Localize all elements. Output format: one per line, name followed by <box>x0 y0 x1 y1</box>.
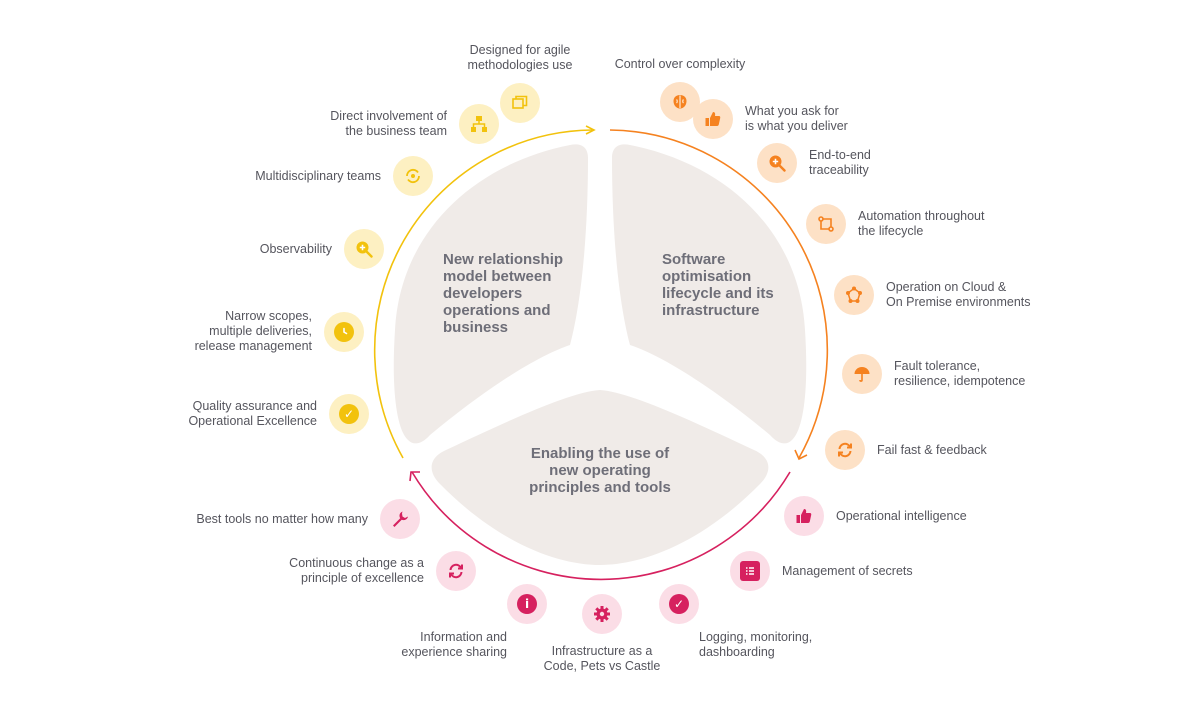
item-traceability: End-to-end traceability <box>757 143 871 183</box>
zoom-in-icon <box>757 143 797 183</box>
item-observability: Observability <box>260 229 384 269</box>
item-narrow: Narrow scopes, multiple deliveries, rele… <box>195 309 364 354</box>
gear-icon <box>582 594 622 634</box>
wrench-icon <box>380 499 420 539</box>
item-ask: What you ask for is what you deliver <box>693 99 848 139</box>
item-quality: ✓ Quality assurance and Operational Exce… <box>188 394 369 434</box>
item-secrets-label: Management of secrets <box>782 563 913 578</box>
clock-icon <box>324 311 364 352</box>
item-automation-label: Automation throughout the lifecycle <box>858 209 985 238</box>
item-cloud-label: Operation on Cloud & On Premise environm… <box>886 280 1031 309</box>
item-tools-label: Best tools no matter how many <box>196 511 368 526</box>
item-control: Control over complexity <box>600 57 760 122</box>
item-logging: ✓ Logging, monitoring, dashboarding <box>659 584 812 660</box>
item-fault-label: Fault tolerance, resilience, idempotence <box>894 359 1026 388</box>
refresh-icon <box>825 430 865 470</box>
info-icon: i <box>507 584 547 624</box>
refresh-icon <box>436 551 476 591</box>
item-business-label: Direct involvement of the business team <box>330 109 447 138</box>
item-multidisc: Multidisciplinary teams <box>255 156 433 196</box>
check-shield-icon: ✓ <box>659 584 699 624</box>
item-quality-label: Quality assurance and Operational Excell… <box>188 399 317 428</box>
item-multidisc-label: Multidisciplinary teams <box>255 168 381 183</box>
item-logging-label: Logging, monitoring, dashboarding <box>699 630 813 659</box>
arc-orange <box>609 129 829 459</box>
segment-title-line: infrastructure <box>662 302 760 319</box>
zoom-in-icon <box>344 229 384 269</box>
segment-title-line: optimisation <box>662 268 751 285</box>
thumbs-up-icon <box>784 496 824 536</box>
segment-bottom <box>431 390 769 565</box>
arrow-orange <box>794 449 808 461</box>
org-chart-icon <box>459 104 499 144</box>
list-icon <box>730 551 770 591</box>
arrow-red <box>409 471 420 482</box>
arc-red <box>411 471 791 581</box>
item-failfast: Fail fast & feedback <box>825 430 987 470</box>
item-iac: Infrastructure as a Code, Pets vs Castle <box>531 594 673 674</box>
item-control-label: Control over complexity <box>614 57 746 71</box>
segment-title-line: principles and tools <box>529 479 671 496</box>
network-icon <box>834 275 874 315</box>
segment-title-line: New relationship <box>443 251 563 268</box>
segment-title-line: Software <box>662 251 725 268</box>
thumbs-up-icon <box>693 99 733 139</box>
item-narrow-label: Narrow scopes, multiple deliveries, rele… <box>194 309 312 353</box>
branch-icon <box>806 204 846 244</box>
item-fault: Fault tolerance, resilience, idempotence <box>842 354 1025 394</box>
item-cloud: Operation on Cloud & On Premise environm… <box>834 275 1031 315</box>
segment-title-line: Enabling the use of <box>531 445 670 462</box>
segment-title-line: operations and <box>443 302 551 319</box>
windows-icon <box>500 83 540 123</box>
item-info: i Information and experience sharing <box>390 584 547 660</box>
item-info-label: Information and experience sharing <box>401 630 507 659</box>
item-continuous-label: Continuous change as a principle of exce… <box>289 556 424 585</box>
rotate-icon <box>393 156 433 196</box>
segment-title-line: model between <box>443 268 551 285</box>
item-business: Direct involvement of the business team <box>330 104 499 144</box>
segment-top-left <box>393 144 588 444</box>
brain-icon <box>660 82 700 122</box>
item-secrets: Management of secrets <box>730 551 913 591</box>
arrow-yellow <box>585 125 596 135</box>
item-observability-label: Observability <box>259 241 332 256</box>
item-ask-label: What you ask for is what you deliver <box>745 104 848 133</box>
umbrella-icon <box>842 354 882 394</box>
item-tools: Best tools no matter how many <box>196 499 420 539</box>
item-agile-label: Designed for agile methodologies use <box>467 43 573 72</box>
item-opintel: Operational intelligence <box>784 496 967 536</box>
item-continuous: Continuous change as a principle of exce… <box>289 551 476 591</box>
item-iac-label: Infrastructure as a Code, Pets vs Castle <box>543 644 661 673</box>
item-failfast-label: Fail fast & feedback <box>877 442 987 457</box>
item-opintel-label: Operational intelligence <box>836 508 967 523</box>
item-automation: Automation throughout the lifecycle <box>806 204 984 244</box>
segment-title-line: developers <box>443 285 522 302</box>
segment-title-line: lifecycle and its <box>662 285 774 302</box>
check-circle-icon: ✓ <box>329 394 369 434</box>
segment-top-right <box>612 144 807 444</box>
item-traceability-label: End-to-end traceability <box>809 148 871 177</box>
arc-yellow <box>373 129 593 459</box>
item-agile: Designed for agile methodologies use <box>450 43 590 123</box>
segment-title-line: business <box>443 319 508 336</box>
segment-title-line: new operating <box>549 462 651 479</box>
